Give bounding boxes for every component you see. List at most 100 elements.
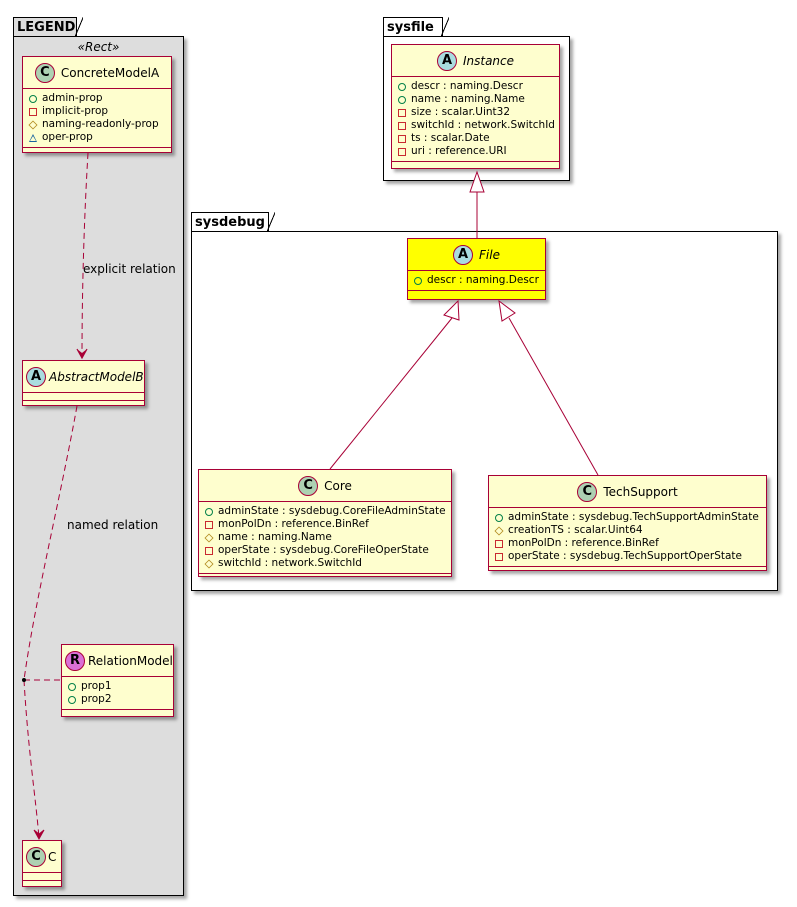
attribute-row: name : naming.Name — [204, 531, 445, 544]
attribute-row: ts : scalar.Date — [398, 132, 553, 145]
protected-visibility-icon — [494, 525, 504, 536]
attribute-text: prop1 — [81, 680, 112, 692]
class-c[interactable]: C C — [22, 840, 62, 887]
class-abstract-model-b[interactable]: A AbstractModelB — [22, 360, 145, 406]
attribute-row: oper-prop — [29, 131, 165, 144]
private-visibility-icon — [205, 546, 213, 555]
attribute-row: adminState : sysdebug.CoreFileAdminState — [205, 505, 446, 518]
private-visibility-icon — [205, 520, 213, 529]
explicit-relation-label: explicit relation — [83, 262, 176, 276]
private-visibility-icon — [398, 121, 406, 130]
class-header: C Core — [199, 470, 451, 502]
methods-section — [23, 148, 171, 156]
sysfile-package-tab: sysfile — [383, 17, 449, 36]
attribute-row: size : scalar.Uint32 — [398, 106, 553, 119]
attribute-text: operState : sysdebug.CoreFileOperState — [218, 544, 429, 556]
class-file[interactable]: A File descr : naming.Descr — [407, 238, 546, 300]
public-visibility-icon — [398, 82, 406, 91]
class-badge-icon: C — [577, 481, 598, 502]
class-header: R RelationModel — [62, 645, 173, 677]
class-header: A Instance — [392, 45, 559, 77]
abstract-badge-icon: A — [436, 50, 457, 71]
class-header: C ConcreteModelA — [23, 57, 171, 89]
attribute-row: switchId : network.SwitchId — [204, 557, 445, 570]
attribute-row: implicit-prop — [29, 105, 165, 118]
attribute-text: name : naming.Name — [411, 93, 525, 105]
public-visibility-icon — [205, 507, 213, 516]
class-name: ConcreteModelA — [60, 65, 160, 80]
attribute-row: monPolDn : reference.BinRef — [205, 518, 445, 531]
attribute-text: descr : naming.Descr — [427, 274, 539, 286]
legend-package-tab: LEGEND — [13, 17, 83, 36]
methods-section — [392, 162, 559, 170]
private-visibility-icon — [29, 107, 37, 116]
abstract-badge-icon: A — [26, 366, 46, 387]
attribute-text: operState : sysdebug.TechSupportOperStat… — [508, 550, 742, 562]
attribute-text: monPolDn : reference.BinRef — [508, 537, 659, 549]
named-relation-label: named relation — [67, 518, 159, 532]
attributes-section — [23, 873, 61, 881]
attribute-row: name : naming.Name — [398, 93, 553, 106]
public-visibility-icon — [495, 513, 503, 522]
methods-section — [199, 574, 451, 582]
attribute-row: monPolDn : reference.BinRef — [495, 537, 760, 550]
attribute-row: creationTS : scalar.Uint64 — [494, 524, 760, 537]
protected-visibility-icon — [204, 532, 214, 543]
public-visibility-icon — [68, 682, 76, 691]
class-badge-icon: C — [26, 846, 46, 867]
sysdebug-package-tab: sysdebug — [191, 212, 275, 231]
attribute-list: adminState : sysdebug.TechSupportAdminSt… — [489, 508, 766, 567]
attribute-row: switchId : network.SwitchId — [398, 119, 555, 132]
attribute-text: prop2 — [81, 693, 112, 705]
attribute-list: descr : naming.Descr — [408, 271, 545, 291]
attributes-section — [23, 393, 144, 401]
private-visibility-icon — [495, 552, 503, 561]
attribute-row: uri : reference.URI — [398, 145, 553, 158]
attribute-text: adminState : sysdebug.CoreFileAdminState — [218, 505, 446, 517]
attribute-text: name : naming.Name — [218, 531, 332, 543]
attribute-row: descr : naming.Descr — [398, 80, 553, 93]
relation-badge-icon: R — [65, 650, 85, 671]
attribute-list: adminState : sysdebug.CoreFileAdminState… — [199, 502, 451, 574]
attribute-text: switchId : network.SwitchId — [218, 557, 362, 569]
protected-visibility-icon — [28, 119, 38, 130]
class-name: Instance — [462, 53, 515, 68]
class-core[interactable]: C Core adminState : sysdebug.CoreFileAdm… — [198, 469, 452, 577]
protected-visibility-icon — [204, 558, 214, 569]
attribute-text: naming-readonly-prop — [42, 118, 159, 130]
methods-section — [62, 710, 173, 717]
attribute-text: size : scalar.Uint32 — [411, 106, 511, 118]
public-visibility-icon — [414, 276, 422, 285]
public-visibility-icon — [398, 95, 406, 104]
private-visibility-icon — [495, 539, 503, 548]
attribute-text: descr : naming.Descr — [411, 80, 523, 92]
attribute-row: descr : naming.Descr — [414, 274, 539, 287]
attribute-row: operState : sysdebug.CoreFileOperState — [205, 544, 445, 557]
attribute-text: uri : reference.URI — [411, 145, 507, 157]
attribute-row: operState : sysdebug.TechSupportOperStat… — [495, 550, 760, 563]
attribute-row: naming-readonly-prop — [28, 118, 165, 131]
class-header: A AbstractModelB — [23, 361, 144, 393]
class-badge-icon: C — [34, 62, 55, 83]
attribute-row: prop2 — [68, 693, 167, 706]
public-visibility-icon — [68, 695, 76, 704]
sysdebug-title: sysdebug — [195, 215, 265, 230]
attribute-text: implicit-prop — [42, 105, 109, 117]
class-name: TechSupport — [603, 484, 678, 499]
methods-section — [408, 291, 545, 298]
class-techsupport[interactable]: C TechSupport adminState : sysdebug.Tech… — [488, 475, 767, 571]
class-name: RelationModel — [88, 653, 173, 668]
attribute-row: adminState : sysdebug.TechSupportAdminSt… — [495, 511, 760, 524]
private-visibility-icon — [398, 147, 406, 156]
methods-section — [489, 567, 766, 575]
class-header: A File — [408, 239, 545, 271]
class-name: C — [48, 849, 57, 864]
legend-title: LEGEND — [17, 20, 76, 35]
attribute-text: ts : scalar.Date — [411, 132, 490, 144]
